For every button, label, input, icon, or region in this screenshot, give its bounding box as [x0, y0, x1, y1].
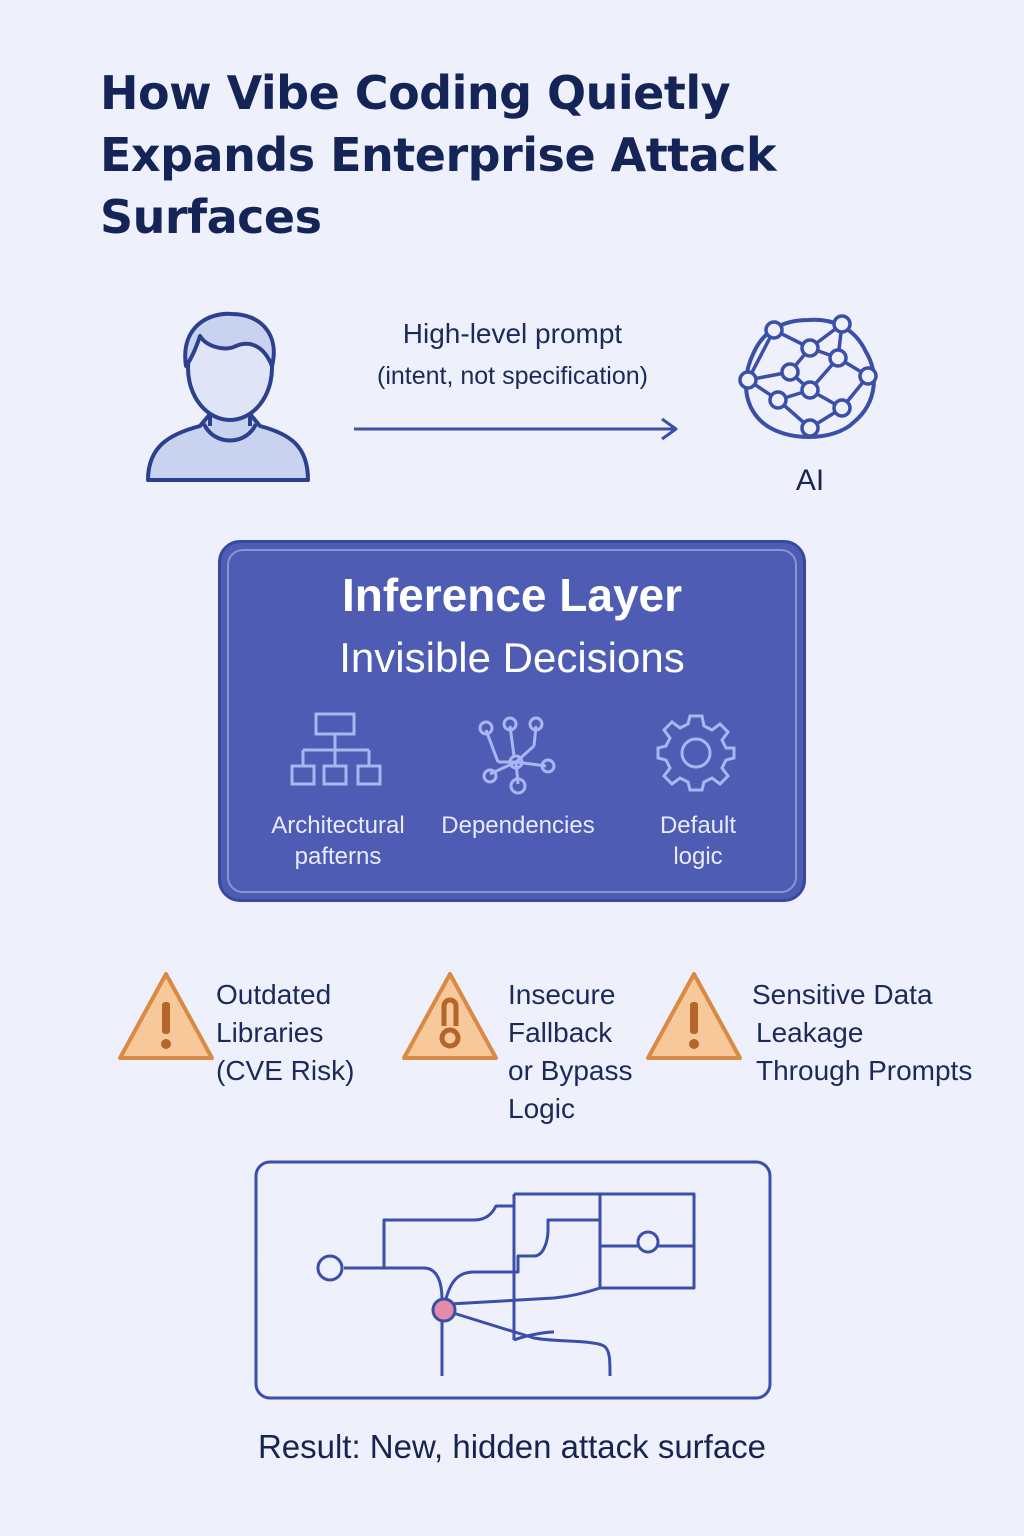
hierarchy-icon	[290, 712, 382, 786]
warning-lock-icon	[402, 972, 498, 1060]
dependency-graph-icon	[478, 716, 556, 795]
gear-icon	[656, 714, 736, 792]
attack-hotspot-node	[431, 1297, 457, 1323]
right-arrow-icon	[354, 417, 678, 441]
result-caption: Result: New, hidden attack surface	[257, 1428, 767, 1465]
page-title: How Vibe Coding Quietly Expands Enterpri…	[100, 66, 777, 244]
inference-layer-subtitle: Invisible Decisions	[339, 634, 685, 681]
prompt-sublabel: (intent, not specification)	[377, 362, 648, 390]
attack-surface-diagram	[254, 1160, 772, 1400]
warning-icon	[646, 972, 742, 1060]
prompt-label: High-level prompt	[402, 318, 623, 349]
user-icon	[146, 311, 310, 482]
dependencies-label: Dependencies	[441, 812, 595, 839]
warning-icon	[118, 972, 214, 1060]
inference-layer-title: Inference Layer	[341, 569, 683, 621]
ai-label: AI	[795, 464, 825, 497]
ai-brain-icon	[738, 314, 878, 439]
